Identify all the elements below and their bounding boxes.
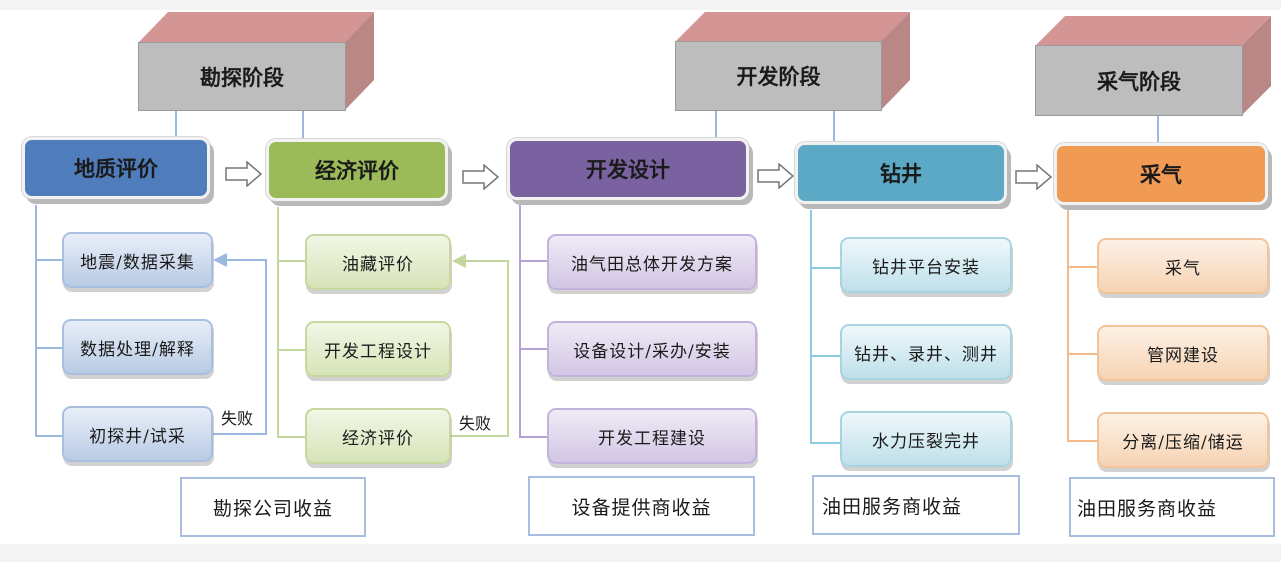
stage-box-production: 采气阶段 xyxy=(1035,16,1271,116)
sub-item: 油藏评价 xyxy=(305,234,451,290)
process-drilling: 钻井 xyxy=(795,142,1007,204)
flow-arrow-icon xyxy=(462,164,500,190)
sub-item: 油气田总体开发方案 xyxy=(547,234,757,290)
sub-item: 数据处理/解释 xyxy=(62,319,213,375)
sub-item-label: 油气田总体开发方案 xyxy=(571,254,733,275)
sub-item: 钻井平台安装 xyxy=(840,237,1012,293)
fail-label: 失败 xyxy=(459,414,492,433)
process-label: 采气 xyxy=(1140,162,1182,187)
revenue-box-oilfield-service-2: 油田服务商收益 xyxy=(1069,477,1275,537)
flow-arrow-icon xyxy=(225,161,263,187)
sub-item-label: 油藏评价 xyxy=(342,254,414,275)
col4-tree xyxy=(810,210,841,444)
flow-arrow-icon xyxy=(1015,164,1053,190)
revenue-box-exploration: 勘探公司收益 xyxy=(180,477,366,537)
col2-fail-arrowhead xyxy=(452,254,466,268)
col1-fail-arrowhead xyxy=(213,253,227,267)
process-economics: 经济评价 xyxy=(266,139,448,201)
process-gas-production: 采气 xyxy=(1054,143,1268,205)
stage-label-development: 开发阶段 xyxy=(675,41,882,111)
sub-item-label: 水力压裂完井 xyxy=(872,431,980,452)
process-label: 地质评价 xyxy=(74,156,158,181)
stage-label-production: 采气阶段 xyxy=(1035,45,1243,116)
sub-item-label: 钻井平台安装 xyxy=(872,257,980,278)
stage-label-exploration: 勘探阶段 xyxy=(138,42,346,111)
sub-item-label: 管网建设 xyxy=(1147,345,1219,366)
flow-arrow-icon xyxy=(757,163,795,189)
col5-tree xyxy=(1067,210,1099,442)
process-dev-design: 开发设计 xyxy=(507,138,749,200)
process-label: 钻井 xyxy=(880,161,922,186)
sub-item: 设备设计/采办/安装 xyxy=(547,321,757,377)
sub-item: 钻井、录井、测井 xyxy=(840,324,1012,380)
sub-item-label: 设备设计/采办/安装 xyxy=(573,341,731,362)
revenue-label: 油田服务商收益 xyxy=(822,495,963,518)
fail-label: 失败 xyxy=(221,409,254,428)
sub-item: 采气 xyxy=(1097,238,1269,294)
col1-tree xyxy=(35,205,267,437)
sub-item-label: 钻井、录井、测井 xyxy=(854,344,998,365)
sub-item-label: 分离/压缩/储运 xyxy=(1122,432,1244,453)
stage-3d-shading xyxy=(138,12,374,111)
sub-item: 地震/数据采集 xyxy=(62,232,213,288)
sub-item: 开发工程建设 xyxy=(547,408,757,464)
sub-item-label: 开发工程建设 xyxy=(598,428,706,449)
stage-3d-shading xyxy=(675,12,910,111)
stage-3d-shading xyxy=(1035,16,1271,116)
revenue-box-equipment: 设备提供商收益 xyxy=(528,476,755,536)
sub-item-label: 数据处理/解释 xyxy=(80,339,195,360)
sub-item-label: 初探井/试采 xyxy=(89,426,186,447)
sub-item: 管网建设 xyxy=(1097,325,1269,381)
process-geology: 地质评价 xyxy=(22,137,210,199)
sub-item: 初探井/试采 xyxy=(62,406,213,462)
revenue-label: 设备提供商收益 xyxy=(571,496,712,519)
col3-tree xyxy=(519,205,548,438)
stage-box-development: 开发阶段 xyxy=(675,12,910,111)
sub-item: 分离/压缩/储运 xyxy=(1097,412,1269,468)
sub-item: 经济评价 xyxy=(305,408,451,464)
sub-item-label: 开发工程设计 xyxy=(324,341,432,362)
stage-box-exploration: 勘探阶段 xyxy=(138,12,374,111)
sub-item-label: 地震/数据采集 xyxy=(80,252,195,273)
revenue-label: 勘探公司收益 xyxy=(212,497,333,520)
revenue-box-oilfield-service-1: 油田服务商收益 xyxy=(812,475,1020,535)
sub-item: 水力压裂完井 xyxy=(840,411,1012,467)
sub-item-label: 采气 xyxy=(1165,258,1201,279)
process-label: 经济评价 xyxy=(315,158,399,183)
sub-item-label: 经济评价 xyxy=(342,428,414,449)
revenue-label: 油田服务商收益 xyxy=(1077,497,1218,520)
sub-item: 开发工程设计 xyxy=(305,321,451,377)
col2-tree xyxy=(277,207,509,438)
process-label: 开发设计 xyxy=(586,157,670,182)
